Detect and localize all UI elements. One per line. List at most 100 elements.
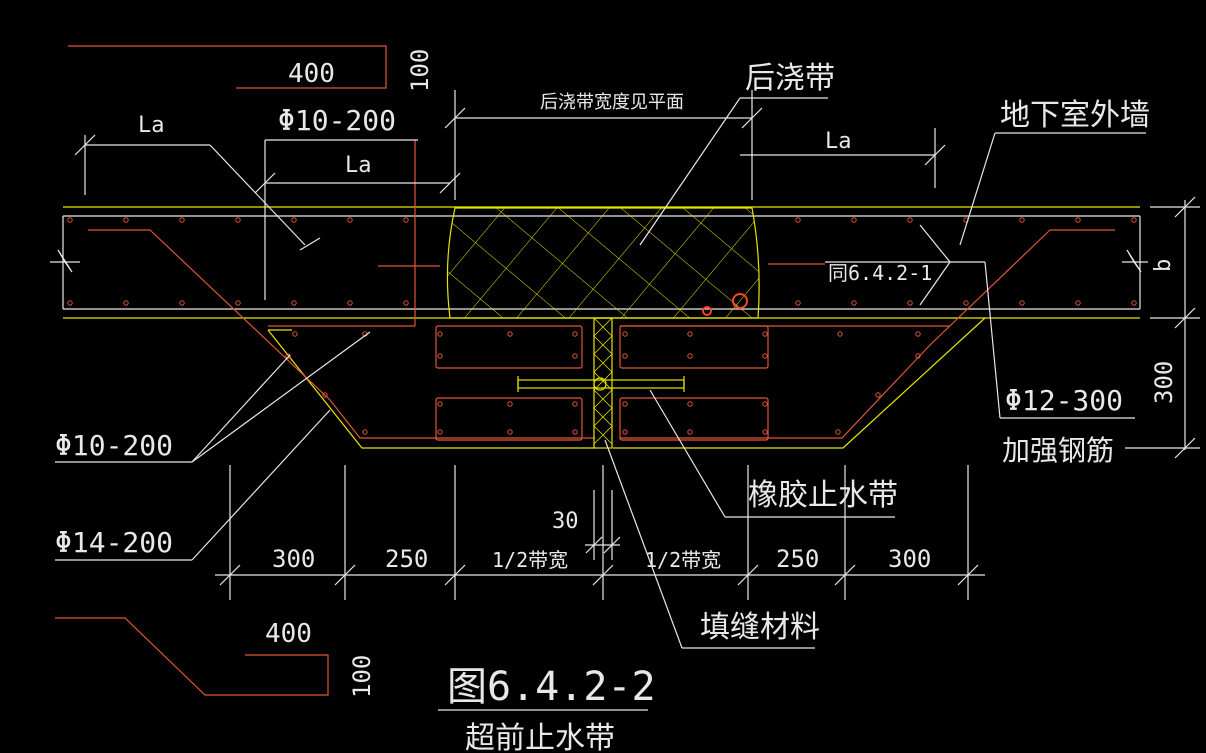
dim-300-vert: 300 <box>1150 361 1178 404</box>
right-annotations: 同6.4.2-1 Φ12-300 加强钢筋 b 300 <box>825 196 1200 467</box>
figure-caption: 超前止水带 <box>465 721 615 753</box>
rebar-dot <box>1019 300 1025 306</box>
rebar-dot <box>795 217 801 223</box>
rebar-dot <box>292 331 298 337</box>
rebar-dot <box>1075 300 1081 306</box>
rebar-dot <box>572 401 578 407</box>
label-filler: 填缝材料 <box>700 610 820 645</box>
post-pour-band <box>446 207 760 319</box>
rebar-dot <box>837 331 843 337</box>
figure-title: 图6.4.2-2 超前止水带 <box>438 664 656 753</box>
rebar-dot <box>622 331 628 337</box>
rebar-dot <box>762 401 768 407</box>
rebar-dot <box>851 217 857 223</box>
rebar-dot <box>362 429 368 435</box>
rebar-dot <box>875 392 881 398</box>
rebar-dot <box>291 217 297 223</box>
rebar-dot <box>762 429 768 435</box>
rebar-dot <box>67 217 73 223</box>
rebar-dot <box>851 300 857 306</box>
rebar-dot <box>687 331 693 337</box>
rebar-dot <box>179 217 185 223</box>
rebar-dot <box>1131 300 1137 306</box>
label-la-left: La <box>138 113 165 138</box>
dim-30: 30 <box>552 509 579 534</box>
dim-250-right: 250 <box>776 545 819 573</box>
rebar-dot <box>235 300 241 306</box>
rebar-dot <box>687 401 693 407</box>
label-band-width-note: 后浇带宽度见平面 <box>540 92 684 113</box>
rebar-dots <box>67 217 1137 435</box>
dim-300-right: 300 <box>888 545 931 573</box>
rebar-dot <box>687 353 693 359</box>
rebar-dot <box>762 331 768 337</box>
dim-bot-400: 400 <box>265 619 312 649</box>
rebar-dot <box>347 217 353 223</box>
filler-strip <box>593 317 613 449</box>
rebar-dot <box>915 331 921 337</box>
left-annotations: Φ10-200 Φ14-200 <box>55 331 371 561</box>
rebar-dot <box>915 353 921 359</box>
rebar-dot <box>507 429 513 435</box>
rebar-dot <box>67 300 73 306</box>
dim-half-right: 1/2带宽 <box>645 548 721 572</box>
rebar-dot <box>572 429 578 435</box>
rebar-dot <box>507 331 513 337</box>
rebar-dot <box>403 217 409 223</box>
figure-number: 图6.4.2-2 <box>447 664 656 710</box>
inner-rebar-frames <box>435 325 769 441</box>
rubber-waterstop <box>517 376 685 392</box>
dim-300-left: 300 <box>272 545 315 573</box>
rebar-dot <box>795 300 801 306</box>
rebar-dot <box>285 353 291 359</box>
label-phi14-200: Φ14-200 <box>55 526 173 559</box>
rebar-dot <box>235 217 241 223</box>
rebar-dot <box>437 353 443 359</box>
rebar-dot <box>762 353 768 359</box>
rebar-dot <box>1019 217 1025 223</box>
rebar-dot <box>622 353 628 359</box>
label-basement-wall: 地下室外墙 <box>1000 98 1150 133</box>
dim-250-left: 250 <box>385 545 428 573</box>
top-left-bend-detail: 400 100 <box>68 45 434 92</box>
rebar-dot <box>437 401 443 407</box>
dim-top-100: 100 <box>406 49 434 92</box>
slab-rebar <box>88 140 1115 439</box>
rebar-dot <box>291 300 297 306</box>
rebar-dot <box>179 300 185 306</box>
rebar-dot <box>123 300 129 306</box>
rebar-dot <box>123 217 129 223</box>
dim-half-left: 1/2带宽 <box>492 548 568 572</box>
label-same-ref: 同6.4.2-1 <box>828 261 932 285</box>
label-la-right: La <box>825 129 852 154</box>
thickened-slab <box>267 317 986 449</box>
label-phi10-top: Φ10-200 <box>278 104 396 137</box>
label-b: b <box>1151 259 1176 272</box>
rebar-dot <box>507 401 513 407</box>
label-reinforcement: 加强钢筋 <box>1002 434 1114 467</box>
rebar-dot <box>622 401 628 407</box>
bottom-callouts: 橡胶止水带 填缝材料 <box>604 389 898 649</box>
label-post-pour-band: 后浇带 <box>745 61 835 96</box>
rebar-dot <box>622 429 628 435</box>
rebar-dot <box>347 300 353 306</box>
dim-bot-100: 100 <box>348 655 376 698</box>
top-annotations: 后浇带 后浇带宽度见平面 地下室外墙 La Φ10-200 La La <box>74 61 1150 300</box>
rebar-dot <box>835 429 841 435</box>
rebar-dot <box>963 300 969 306</box>
rebar-dot <box>572 353 578 359</box>
rebar-dot <box>687 429 693 435</box>
bottom-left-bend-detail: 400 100 <box>55 617 376 698</box>
rebar-dot <box>437 331 443 337</box>
rebar-dot <box>1075 217 1081 223</box>
rebar-dot <box>403 300 409 306</box>
label-phi10-left: Φ10-200 <box>55 429 173 462</box>
label-phi12-300: Φ12-300 <box>1005 384 1123 417</box>
rebar-dot <box>907 300 913 306</box>
rebar-dot <box>572 331 578 337</box>
label-la-mid: La <box>345 153 372 178</box>
dim-top-400: 400 <box>288 59 335 89</box>
rebar-dot <box>1131 217 1137 223</box>
rebar-dot <box>322 392 328 398</box>
